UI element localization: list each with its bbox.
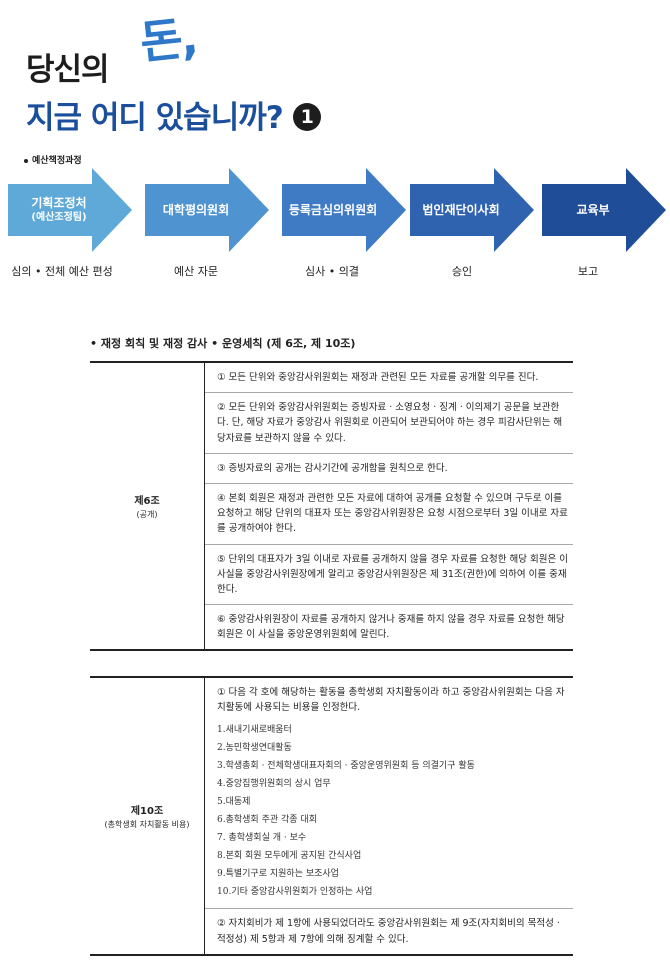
process-stage-4: 법인재단이사회	[410, 168, 534, 252]
page-title-line1: 당신의	[26, 52, 110, 88]
process-stage-caption: 승인	[451, 265, 473, 278]
article10-subtitle: (총학생회 자치활동 비용)	[104, 819, 190, 829]
arrow-shape-icon	[542, 168, 666, 252]
process-stage-name: 대학평의원회	[162, 202, 230, 217]
list-item: 10.기타 중앙감사위원회가 인정하는 사업	[217, 887, 373, 898]
article10-clause-1: ① 다음 각 호에 해당하는 활동을 총학생회 자치활동이라 하고 중앙감사위원…	[205, 677, 574, 909]
process-label: 예산책정과정	[24, 153, 82, 166]
article6-clause-2: ② 모든 단위와 중앙감사위원회는 증빙자료 · 소영요청 · 징계 · 이의제…	[204, 392, 573, 454]
process-stage-label: 교육부	[542, 168, 644, 252]
list-item: 9.특별기구로 지원하는 보조사업	[217, 869, 339, 880]
article10-clause-2: ② 자치회비가 제 1항에 사용되었더라도 중앙감사위원회는 제 9조(자치회비…	[204, 908, 573, 955]
page-title-accent: 돈,	[137, 10, 199, 70]
page-title-text: 지금 어디 있습니까?	[26, 100, 284, 136]
list-item: 6.총학생회 주관 각종 대회	[217, 815, 317, 826]
section-heading: • 재정 회칙 및 재정 감사 • 운영세칙 (제 6조, 제 10조)	[90, 337, 356, 350]
list-item: 8.본회 회원 모두에게 공지된 간식사업	[217, 851, 362, 862]
arrow-shape-icon	[145, 168, 269, 252]
process-stage-1: 기획조정처(예산조정팀)	[8, 168, 132, 252]
article6-clause-4: ④ 본회 회원은 재정과 관련한 모든 자료에 대하여 공개를 요청할 수 있으…	[204, 482, 573, 544]
page-title-line2: 지금 어디 있습니까? 1	[26, 92, 321, 137]
process-stage-name: 법인재단이사회	[422, 202, 500, 217]
process-stage-5: 교육부	[542, 168, 666, 252]
article10-title: 제10조	[130, 805, 164, 817]
process-stage-label: 법인재단이사회	[410, 168, 512, 252]
bullet-icon	[24, 158, 28, 163]
article10-table: 제10조 (총학생회 자치활동 비용) ① 다음 각 호에 해당하는 활동을 총…	[90, 676, 573, 956]
process-stage-sub: (예산조정팀)	[31, 212, 87, 224]
article6-title-cell: 제6조 (공개)	[90, 362, 205, 651]
part-number-badge: 1	[292, 102, 321, 131]
list-item: 7. 총학생회실 개 · 보수	[217, 833, 307, 844]
process-stage-label: 대학평의원회	[145, 168, 247, 252]
process-stage-label: 기획조정처(예산조정팀)	[8, 168, 110, 252]
arrow-shape-icon	[8, 168, 132, 252]
process-stage-caption: 예산 자문	[174, 265, 218, 278]
article6-subtitle: (공개)	[136, 510, 158, 520]
article10-title-cell: 제10조 (총학생회 자치활동 비용)	[90, 677, 205, 955]
arrow-shape-icon	[410, 168, 534, 252]
section-heading-text: 재정 회칙 및 재정 감사 • 운영세칙 (제 6조, 제 10조)	[100, 337, 356, 350]
list-item: 1.새내기새로배움터	[217, 725, 292, 736]
process-stage-3: 등록금심의위원회	[282, 168, 406, 252]
process-stage-label: 등록금심의위원회	[282, 168, 384, 252]
list-item: 2.농민학생연대활동	[217, 743, 292, 754]
process-stage-2: 대학평의원회	[145, 168, 269, 252]
process-label-text: 예산책정과정	[32, 156, 82, 166]
article6-clause-5: ⑤ 단위의 대표자가 3일 이내로 자료를 공개하지 않을 경우 자료를 요청한…	[204, 543, 573, 605]
list-item: 5.대동제	[217, 797, 251, 808]
process-stage-caption: 보고	[577, 265, 599, 278]
article6-clause-1: ① 모든 단위와 중앙감사위원회는 재정과 관련된 모든 자료를 공개할 의무를…	[217, 372, 539, 383]
article10-clause-1-text: ① 다음 각 호에 해당하는 활동을 총학생회 자치활동이라 하고 중앙감사위원…	[217, 687, 565, 714]
process-stage-name: 기획조정처	[31, 196, 87, 211]
list-item: 3.학생총회 · 전체학생대표자회의 · 중앙운영위원회 등 의결기구 활동	[217, 761, 475, 772]
process-stage-caption: 심의 • 전체 예산 편성	[11, 265, 113, 278]
process-stage-name: 교육부	[576, 202, 610, 217]
article6-title: 제6조	[134, 496, 160, 508]
process-stage-caption: 심사 • 의결	[305, 265, 359, 278]
article6-table: 제6조 (공개) ① 모든 단위와 중앙감사위원회는 재정과 관련된 모든 자료…	[90, 361, 573, 652]
activity-list: 1.새내기새로배움터 2.농민학생연대활동 3.학생총회 · 전체학생대표자회의…	[217, 721, 569, 901]
list-item: 4.중앙집행위원회의 상시 업무	[217, 779, 331, 790]
article6-clause-3: ③ 증빙자료의 공개는 감사기간에 공개함을 원칙으로 한다.	[204, 452, 573, 484]
budget-process-flow: 기획조정처(예산조정팀) 대학평의원회 등록금심의위원회 법인재단이사회 교육부	[0, 168, 670, 258]
process-stage-name: 등록금심의위원회	[288, 202, 378, 217]
arrow-shape-icon	[282, 168, 406, 252]
article6-clause-6: ⑥ 중앙감사위원장이 자료를 공개하지 않거나 중재를 하지 않을 경우 자료를…	[204, 604, 573, 651]
